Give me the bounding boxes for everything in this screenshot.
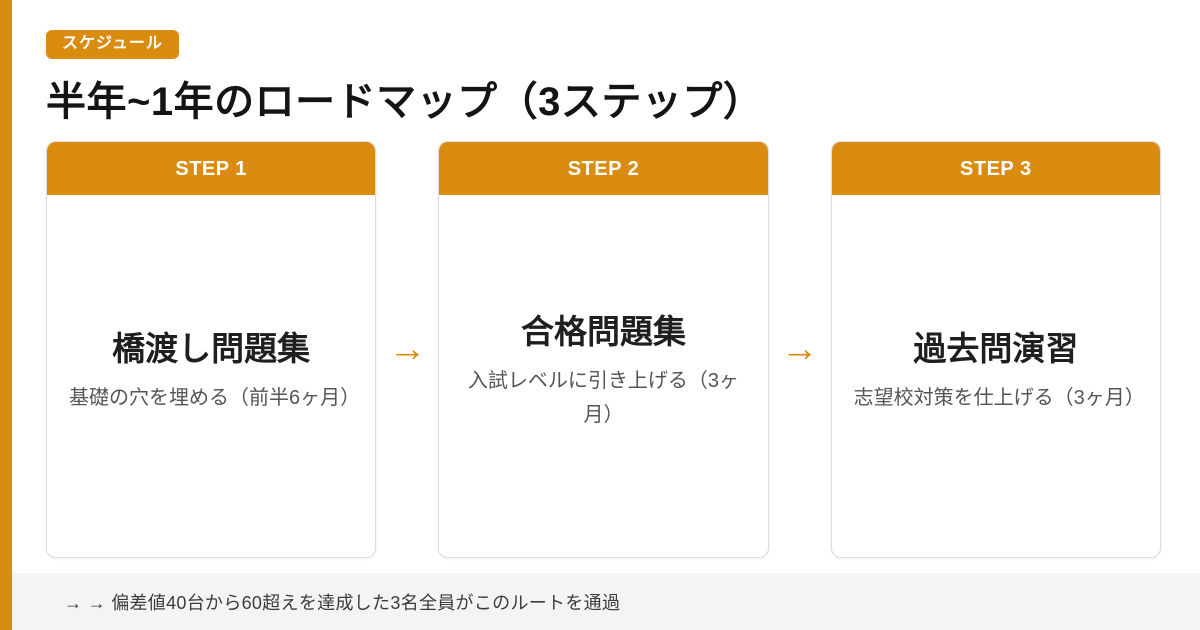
roadmap-section: スケジュール 半年~1年のロードマップ（3ステップ） STEP 1 橋渡し問題集… (46, 30, 1161, 558)
page-title: 半年~1年のロードマップ（3ステップ） (46, 80, 764, 124)
arrow-cell-2: → (769, 141, 831, 558)
step-1-header: STEP 1 (47, 142, 376, 195)
step-3-header: STEP 3 (831, 142, 1160, 195)
step-card-1: STEP 1 橋渡し問題集 基礎の穴を埋める（前半6ヶ月） (46, 141, 377, 558)
step-2-body: 合格問題集 入試レベルに引き上げる（3ヶ月） (439, 195, 767, 557)
step-2-header: STEP 2 (439, 142, 768, 195)
step-2-description: 入試レベルに引き上げる（3ヶ月） (467, 369, 740, 426)
arrow-cell-1: → (376, 141, 438, 558)
step-1-description: 基礎の穴を埋める（前半6ヶ月） (69, 386, 361, 409)
step-2-title: 合格問題集 (520, 313, 686, 351)
footer-note: → → 偏差値40台から60超えを達成した3名全員がこのルートを通過 (64, 592, 621, 613)
step-card-2: STEP 2 合格問題集 入試レベルに引き上げる（3ヶ月） (438, 141, 769, 558)
step-3-description: 志望校対策を仕上げる（3ヶ月） (853, 386, 1145, 409)
step-1-body: 橋渡し問題集 基礎の穴を埋める（前半6ヶ月） (47, 195, 375, 557)
steps-row: STEP 1 橋渡し問題集 基礎の穴を埋める（前半6ヶ月） → STEP 2 合… (46, 141, 1161, 558)
step-card-3: STEP 3 過去問演習 志望校対策を仕上げる（3ヶ月） (830, 141, 1161, 558)
arrow-right-icon: → (780, 327, 819, 370)
footer-note-bar: → → 偏差値40台から60超えを達成した3名全員がこのルートを通過 (0, 573, 1200, 630)
step-3-body: 過去問演習 志望校対策を仕上げる（3ヶ月） (832, 195, 1160, 557)
step-1-title: 橋渡し問題集 (112, 330, 311, 368)
step-3-title: 過去問演習 (913, 330, 1079, 368)
arrow-right-icon: → (388, 327, 427, 370)
section-badge: スケジュール (46, 30, 179, 59)
left-accent-bar (0, 0, 12, 630)
